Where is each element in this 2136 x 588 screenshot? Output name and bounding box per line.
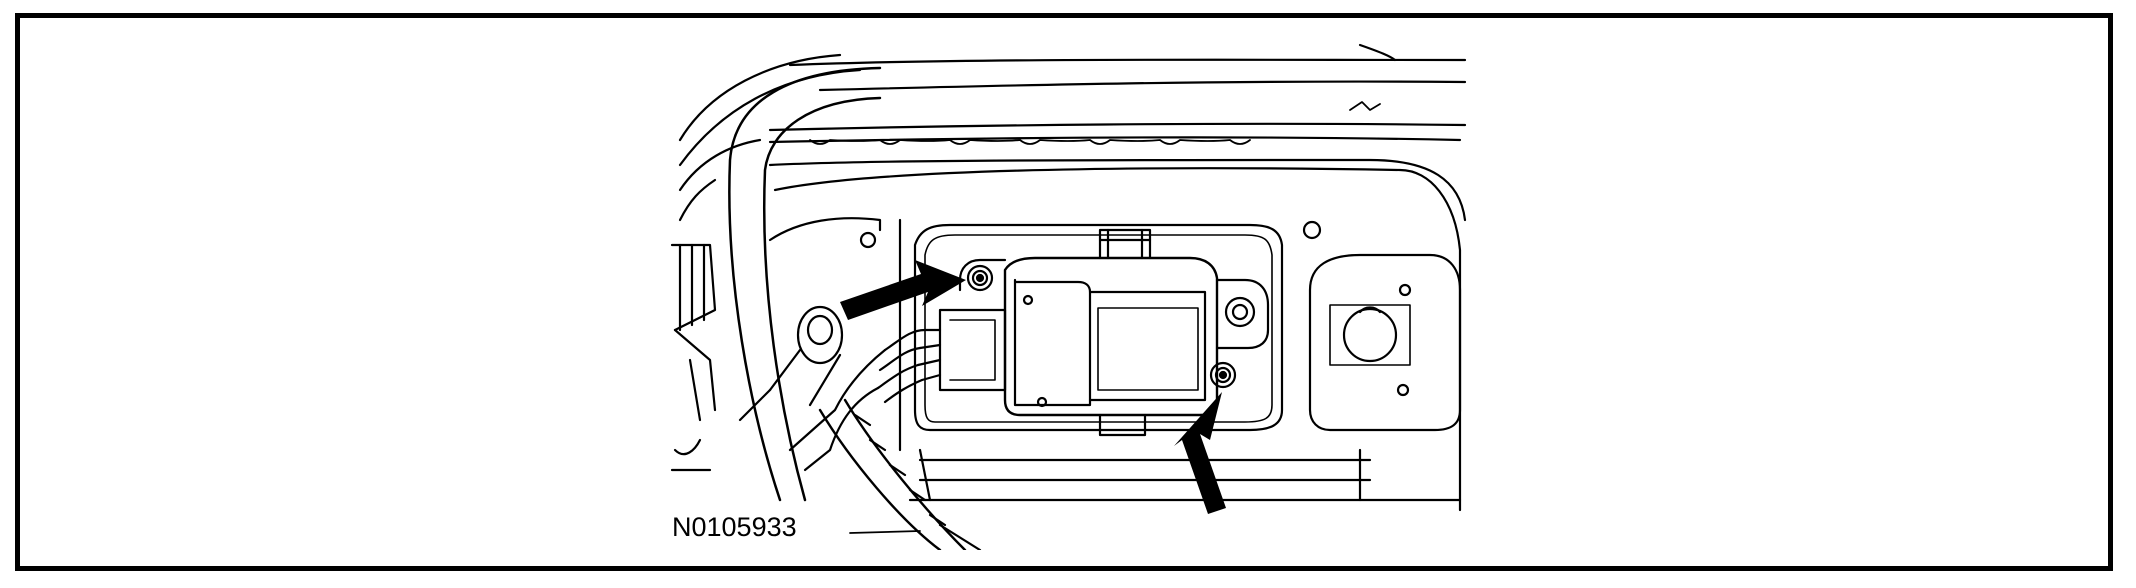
lower-arrow-pointer-icon bbox=[1174, 392, 1226, 514]
lower-harness bbox=[818, 398, 982, 550]
mounting-panel bbox=[768, 158, 1467, 512]
wiring-connector bbox=[738, 305, 1007, 472]
figure-id-label: N0105933 bbox=[672, 512, 797, 542]
label-leader-line bbox=[849, 530, 921, 534]
power-socket bbox=[1308, 253, 1462, 432]
arrow-pointer-icon bbox=[840, 260, 1226, 514]
left-bracket bbox=[670, 243, 717, 472]
figure-frame bbox=[15, 13, 2113, 571]
module-mounting-illustration bbox=[670, 30, 1470, 550]
lower-nut bbox=[1209, 361, 1237, 389]
upper-arrow-pointer-icon bbox=[840, 260, 966, 320]
electronic-module bbox=[958, 228, 1270, 437]
mounting-nuts bbox=[966, 264, 1237, 389]
support-tube bbox=[728, 66, 882, 502]
dash-upper-panel bbox=[678, 43, 1467, 222]
upper-nut bbox=[966, 264, 994, 292]
